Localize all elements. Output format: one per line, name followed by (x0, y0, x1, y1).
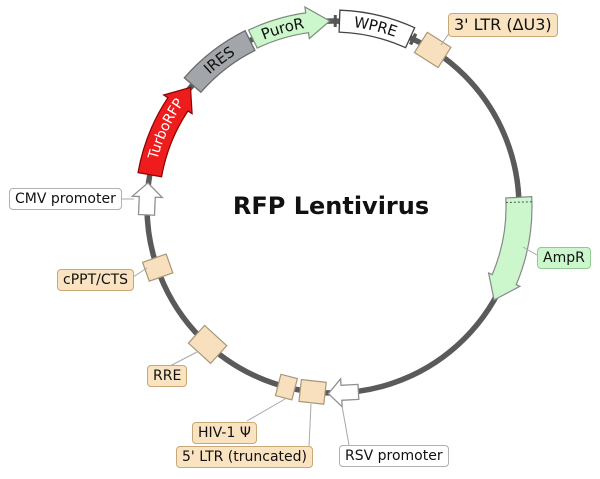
wpre-element-box (338, 9, 416, 49)
feature-boundary-tick (408, 32, 418, 46)
ltr3-box (413, 31, 452, 69)
puror-gene-arrow (247, 5, 331, 49)
label-rsv-promoter: RSV promoter (339, 445, 449, 467)
ltr5-box (298, 378, 327, 405)
ires-element-box (183, 29, 256, 94)
leader-line-ampr (522, 246, 538, 256)
label-cppt-cts: cPPT/CTS (57, 269, 135, 291)
cmv-promoter-arrow (130, 182, 164, 216)
leader-line-ltr5 (308, 403, 312, 447)
leader-lines (121, 28, 538, 447)
label-rre: RRE (147, 365, 188, 387)
ampr-truncation-dashed-line (505, 201, 532, 203)
psi-box (274, 373, 299, 401)
ampr-gene-arrow (487, 195, 533, 301)
label-ampr: AmpR (537, 247, 591, 269)
map-title: RFP Lentivirus (232, 192, 430, 220)
rsv-promoter-arrow (327, 377, 360, 409)
rre-box (187, 324, 228, 365)
leader-line-rsv (341, 405, 350, 446)
cppt-box (141, 253, 174, 282)
leader-line-psi (246, 398, 286, 422)
leader-line-rre (169, 351, 198, 367)
label-hiv1-psi: HIV-1 Ψ (192, 422, 257, 444)
label-5-ltr-truncated: 5' LTR (truncated) (176, 446, 313, 468)
label-cmv-promoter: CMV promoter (9, 188, 122, 210)
label-3-ltr-du3: 3' LTR (ΔU3) (448, 13, 558, 37)
turborfp-gene-arrow (137, 86, 193, 178)
